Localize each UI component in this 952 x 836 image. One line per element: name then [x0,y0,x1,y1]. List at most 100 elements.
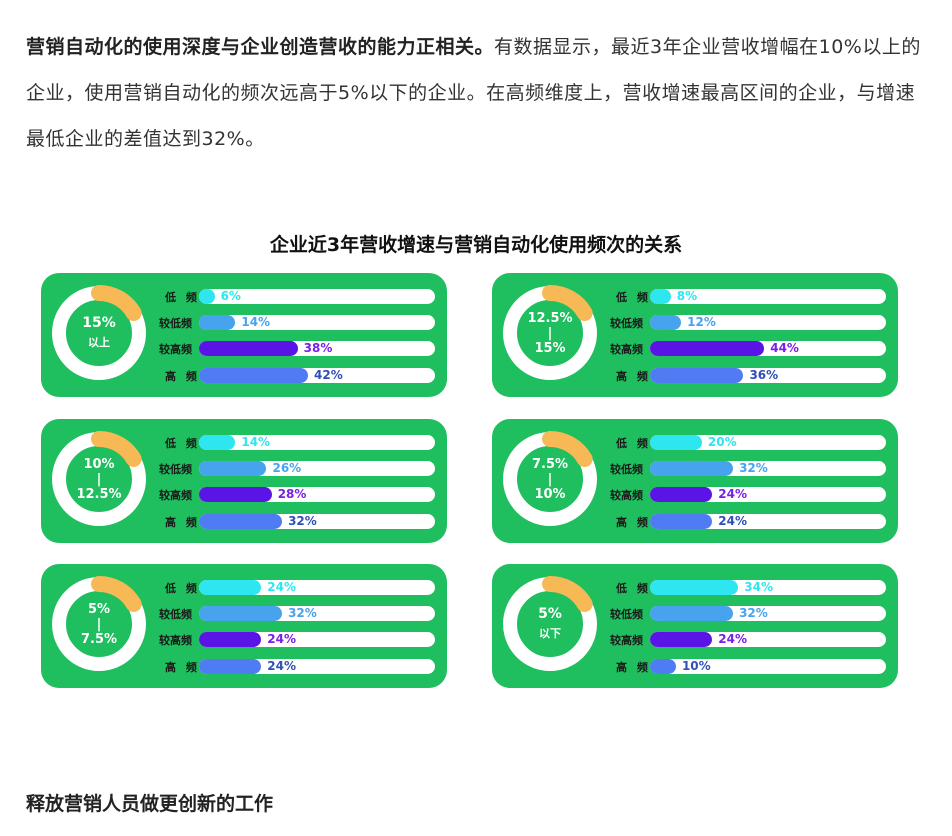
bar [650,514,713,529]
bar [650,606,734,621]
growth-range-label-line: 以下 [539,627,561,640]
category-label: 低 频 [616,291,648,304]
bar-track: 26% [199,461,435,476]
category-label: 较低频 [159,317,192,330]
bar-track: 34% [650,580,886,595]
growth-range-label: 5%|7.5% [49,602,149,647]
bar [199,514,283,529]
data-label: 42% [314,368,343,382]
growth-range-label: 5%以下 [500,607,600,641]
data-label: 32% [288,514,317,528]
bar-track: 32% [650,461,886,476]
donut-accent-arc [542,576,593,612]
bar-track: 8% [650,289,886,304]
bar-track: 32% [650,606,886,621]
donut-ring [503,576,597,671]
bar-track: 24% [199,580,435,595]
category-label: 低 频 [616,582,648,595]
bar-track: 24% [199,659,435,674]
donut-ring [52,431,146,526]
category-label: 高 频 [165,370,197,383]
bar-track: 24% [650,487,886,502]
donut-ring [52,285,146,380]
bar [650,368,744,383]
intro-paragraph: 营销自动化的使用深度与企业创造营收的能力正相关。有数据显示，最近3年企业营收增幅… [26,24,926,162]
category-label: 低 频 [616,437,648,450]
data-label: 36% [749,368,779,382]
growth-range-label-line: 7.5% [80,631,118,647]
growth-range-label-line: 5% [87,601,111,617]
category-label: 较高频 [610,489,643,502]
growth-range-label: 15%以上 [49,316,149,350]
bar [650,632,713,647]
data-label: 20% [707,435,737,449]
data-label: 24% [718,514,748,528]
data-label: 38% [303,341,333,355]
bar-track: 28% [199,487,435,502]
data-label: 24% [718,632,748,646]
category-label: 较低频 [610,317,643,330]
data-label: 32% [739,606,768,620]
growth-range-label-line: 10% [83,456,115,472]
bar [650,487,713,502]
growth-range-label-line: | [96,616,102,632]
growth-range-label-line: 以上 [88,336,110,349]
bar [199,461,267,476]
category-label: 较高频 [159,489,192,502]
growth-range-label-line: 12.5% [527,310,573,326]
bar-track: 32% [199,514,435,529]
bar-track: 20% [650,435,886,450]
category-label: 高 频 [165,661,197,674]
category-label: 低 频 [165,291,197,304]
bar [650,435,702,450]
chart-panel: 15%以上 低 频 6% 较低频 14% 较高频 38% 高 频 42% [41,273,447,397]
bar-track: 6% [199,289,435,304]
chart-title: 企业近3年营收增速与营销自动化使用频次的关系 [269,234,683,256]
bar [650,341,765,356]
bar [199,341,298,356]
category-label: 较低频 [610,608,643,621]
category-label: 较高频 [159,343,192,356]
donut-accent-arc [542,285,593,321]
growth-range-label-line: 10% [534,486,566,502]
data-label: 10% [681,659,711,673]
bar-track: 12% [650,315,886,330]
growth-range-label-line: 7.5% [531,456,569,472]
category-label: 较低频 [610,463,643,476]
growth-range-label-line: 12.5% [76,486,122,502]
data-label: 24% [267,659,297,673]
category-label: 高 频 [616,370,648,383]
donut-accent-arc [91,576,142,612]
donut-ring [503,285,597,380]
bar [199,289,215,304]
data-label: 6% [220,289,241,303]
category-label: 高 频 [616,661,648,674]
category-label: 低 频 [165,437,197,450]
bar [650,461,734,476]
category-label: 较低频 [159,463,192,476]
bar-track: 10% [650,659,886,674]
growth-range-label-line: 15% [534,340,566,356]
intro-text: 有数据显示，最近3年企业营收增幅在10%以上的企业，使用营销自动化的频次远高于5… [26,36,921,150]
bar [199,632,262,647]
data-label: 32% [288,606,317,620]
bar-track: 24% [650,514,886,529]
bar-track: 44% [650,341,886,356]
donut-accent-arc [91,431,142,467]
data-label: 32% [739,461,768,475]
bar [199,606,283,621]
bar-track: 32% [199,606,435,621]
bar [199,487,272,502]
data-label: 26% [272,461,302,475]
data-label: 24% [267,580,297,594]
growth-range-label: 12.5%|15% [500,311,600,356]
data-label: 14% [241,315,271,329]
bar [650,289,671,304]
donut-accent-arc [91,285,142,321]
growth-range-label-line: | [96,471,102,487]
bar-track: 36% [650,368,886,383]
category-label: 高 频 [165,516,197,529]
